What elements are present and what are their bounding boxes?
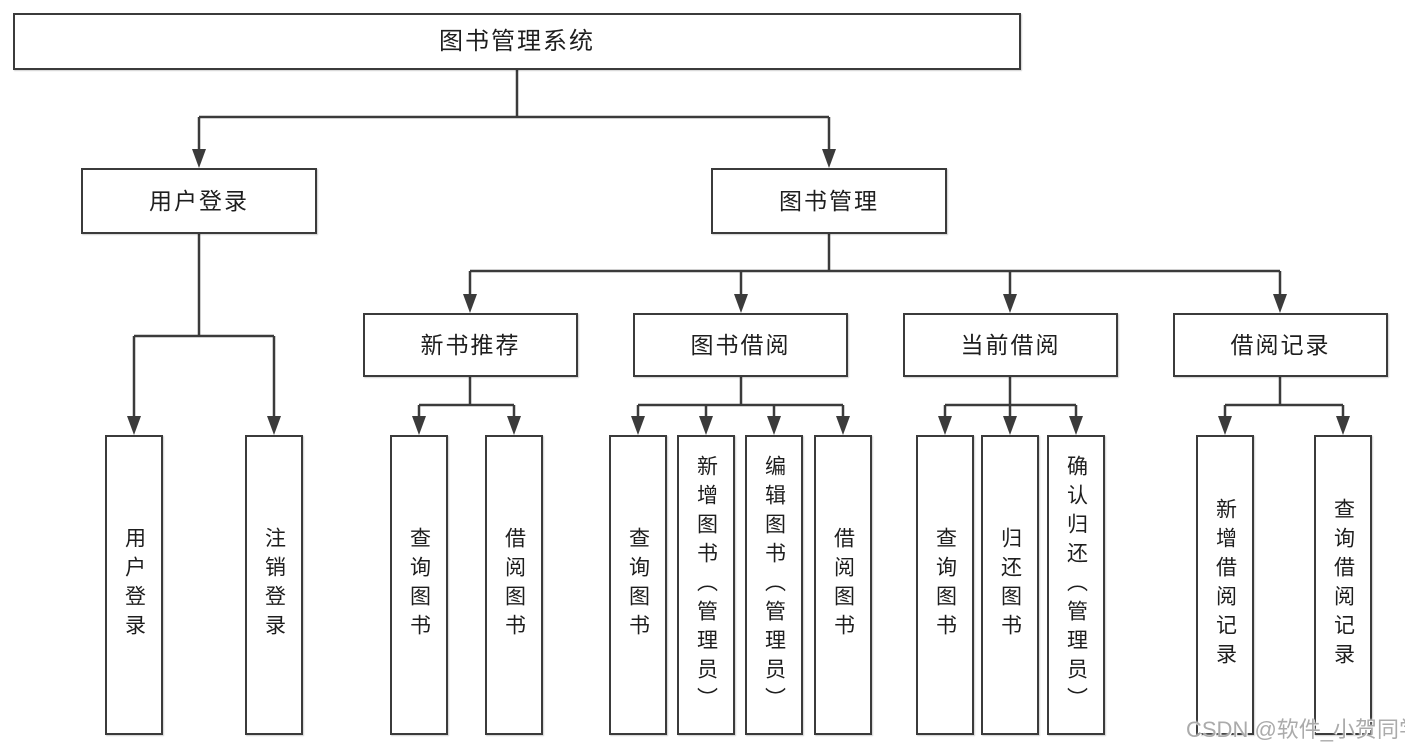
arrowhead <box>1336 416 1350 435</box>
arrowhead <box>1069 416 1083 435</box>
edge-root-to-level2 <box>197 70 831 150</box>
arrowhead <box>699 416 713 435</box>
arrowhead <box>1003 416 1017 435</box>
arrowhead <box>1003 294 1017 313</box>
node-new-book-recommend: 新书推荐 <box>363 313 578 377</box>
leaf-records-query-record: 查询借阅记录 <box>1314 435 1372 735</box>
leaf-borrow-edit-books-admin: 编辑图书（管理员） <box>745 435 803 735</box>
edge-newbook-to-leaves <box>417 377 516 417</box>
arrowhead <box>836 416 850 435</box>
leaf-newbook-borrow-books: 借阅图书 <box>485 435 543 735</box>
arrowhead <box>767 416 781 435</box>
edge-borrow-to-leaves <box>636 377 845 417</box>
node-current-borrow: 当前借阅 <box>903 313 1118 377</box>
arrowhead <box>192 149 206 168</box>
leaf-records-add-record: 新增借阅记录 <box>1196 435 1254 735</box>
arrowhead <box>127 416 141 435</box>
arrowhead <box>1218 416 1232 435</box>
arrowhead <box>463 294 477 313</box>
leaf-newbook-query-books: 查询图书 <box>390 435 448 735</box>
leaf-current-query-books: 查询图书 <box>916 435 974 735</box>
node-book-management: 图书管理 <box>711 168 947 234</box>
node-library-system: 图书管理系统 <box>13 13 1021 70</box>
edge-current-to-leaves <box>943 377 1078 417</box>
node-borrow-records: 借阅记录 <box>1173 313 1388 377</box>
arrowhead <box>1273 294 1287 313</box>
node-book-borrow: 图书借阅 <box>633 313 848 377</box>
arrowhead <box>734 294 748 313</box>
leaf-borrow-query-books: 查询图书 <box>609 435 667 735</box>
edge-mgmt-to-level3 <box>468 234 1282 295</box>
leaf-user-login: 用户登录 <box>105 435 163 735</box>
arrowhead <box>412 416 426 435</box>
leaf-logout: 注销登录 <box>245 435 303 735</box>
leaf-borrow-borrow-books: 借阅图书 <box>814 435 872 735</box>
edge-records-to-leaves <box>1223 377 1345 417</box>
node-user-login: 用户登录 <box>81 168 317 234</box>
arrowhead <box>822 149 836 168</box>
leaf-borrow-add-books-admin: 新增图书（管理员） <box>677 435 735 735</box>
leaf-current-return-books: 归还图书 <box>981 435 1039 735</box>
arrowhead <box>507 416 521 435</box>
leaf-current-confirm-return-admin: 确认归还（管理员） <box>1047 435 1105 735</box>
csdn-watermark: CSDN @软件_小贺同学 <box>1186 717 1405 742</box>
arrowhead <box>631 416 645 435</box>
arrowhead <box>938 416 952 435</box>
edge-login-to-leaves <box>132 234 276 417</box>
arrowhead <box>267 416 281 435</box>
